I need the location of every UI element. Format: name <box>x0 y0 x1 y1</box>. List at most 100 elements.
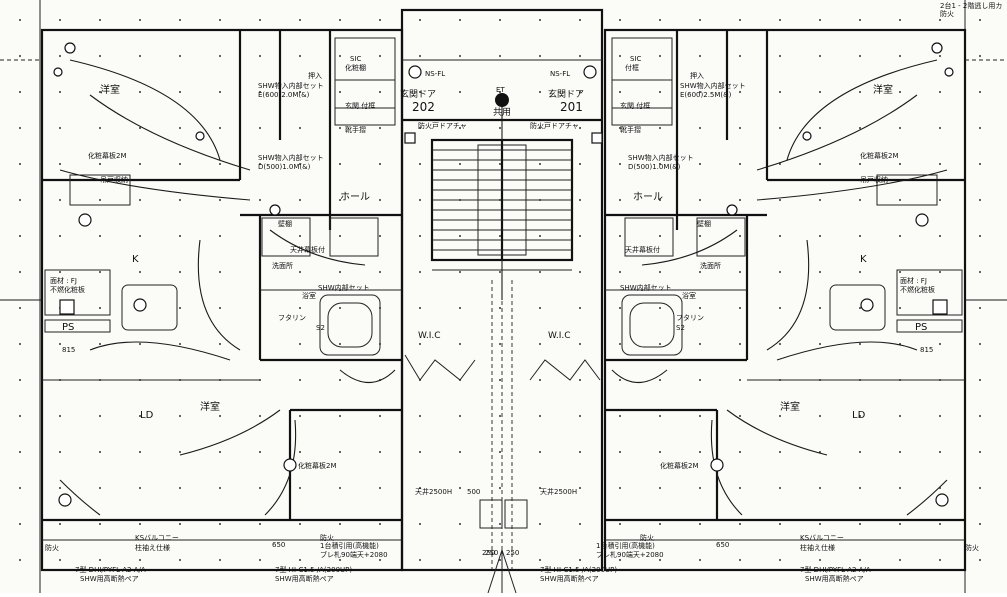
grid-dot <box>979 559 981 561</box>
grid-dot <box>299 379 301 381</box>
grid-dot <box>579 343 581 345</box>
grid-dot <box>939 19 941 21</box>
grid-dot <box>259 163 261 165</box>
left-ps-dim: 815 <box>62 346 75 354</box>
top-right-note: 2台1 - 2階逃し用カ <box>940 1 1002 10</box>
grid-dot <box>339 307 341 309</box>
grid-dot <box>539 91 541 93</box>
labels: 2台1 - 2階逃し用カ 防火 202 玄関ドア NS-FL 洋室 洋室 ホール… <box>45 1 1002 583</box>
grid-dot <box>499 523 501 525</box>
grid-dot <box>219 271 221 273</box>
grid-dot <box>219 523 221 525</box>
left-shoe: SIC <box>350 55 362 63</box>
right-ps-dim: 815 <box>920 346 933 354</box>
grid-dot <box>979 55 981 57</box>
right-ceiling: 天井2500H <box>540 487 577 496</box>
grid-dot <box>659 163 661 165</box>
center-common: 共用 <box>493 107 511 118</box>
grid-dot <box>59 55 61 57</box>
grid-dot <box>219 163 221 165</box>
right-balcony: KSバルコニー <box>800 534 844 542</box>
grid-dot <box>779 91 781 93</box>
grid-dot <box>19 415 21 417</box>
grid-dot <box>539 271 541 273</box>
grid-dot <box>739 307 741 309</box>
grid-dot <box>179 163 181 165</box>
grid-dot <box>99 199 101 201</box>
grid-dot <box>19 127 21 129</box>
right-bath: 浴室 <box>682 291 696 300</box>
grid-dot <box>59 523 61 525</box>
grid-dot <box>739 163 741 165</box>
center-model-mid2: SHW用高断熱ペア <box>275 574 334 583</box>
left-fix: フタリン <box>278 313 306 322</box>
grid-dot <box>419 415 421 417</box>
grid-dots <box>19 19 981 561</box>
left-counter: 面材 : FJ <box>50 276 77 285</box>
right-shoe2: 付框 <box>625 63 639 72</box>
left-bath: 浴室 <box>302 291 316 300</box>
right-unit-ns: NS-FL <box>550 70 570 78</box>
grid-dot <box>859 163 861 165</box>
grid-dot <box>699 343 701 345</box>
grid-dot <box>139 487 141 489</box>
left-counter2: 不燃化粧板 <box>50 285 85 294</box>
right-model: 7型 DHI/PYFL-A2 A/A <box>800 565 871 574</box>
grid-dot <box>459 55 461 57</box>
grid-dot <box>299 199 301 201</box>
grid-dot <box>979 523 981 525</box>
grid-dot <box>259 415 261 417</box>
grid-dot <box>979 127 981 129</box>
grid-dot <box>259 199 261 201</box>
grid-dot <box>99 163 101 165</box>
right-shw-mid2: D(500)1.0M(&) <box>628 163 681 171</box>
grid-dot <box>99 235 101 237</box>
left-fire-note2: ブレ札90端天+2080 <box>320 550 388 559</box>
left-handrail: 靴手摺 <box>345 125 366 134</box>
grid-dot <box>819 163 821 165</box>
grid-dot <box>59 451 61 453</box>
right-storage2: 壁棚 <box>697 219 711 228</box>
grid-dot <box>139 91 141 93</box>
grid-dot <box>59 163 61 165</box>
grid-dot <box>619 271 621 273</box>
grid-dot <box>19 379 21 381</box>
grid-dot <box>499 307 501 309</box>
right-hall: ホール <box>633 191 663 203</box>
grid-dot <box>339 19 341 21</box>
grid-dot <box>579 379 581 381</box>
grid-dot <box>219 91 221 93</box>
grid-dot <box>299 19 301 21</box>
grid-dot <box>139 271 141 273</box>
grid-dot <box>259 523 261 525</box>
grid-dot <box>619 559 621 561</box>
grid-dot <box>779 127 781 129</box>
grid-dot <box>259 127 261 129</box>
left-shw-bath: SHW内部セット <box>318 283 370 292</box>
grid-dot <box>99 55 101 57</box>
grid-dot <box>539 235 541 237</box>
grid-dot <box>699 523 701 525</box>
grid-dot <box>739 523 741 525</box>
grid-dot <box>779 163 781 165</box>
grid-dot <box>499 235 501 237</box>
grid-dot <box>219 55 221 57</box>
right-ps: PS <box>915 322 927 333</box>
grid-dot <box>619 451 621 453</box>
grid-dot <box>819 559 821 561</box>
grid-dot <box>819 487 821 489</box>
grid-dot <box>859 199 861 201</box>
grid-dot <box>619 307 621 309</box>
grid-dot <box>619 19 621 21</box>
left-ceiling-storage: 天井幕板付 <box>290 245 325 254</box>
grid-dot <box>99 415 101 417</box>
grid-dot <box>779 199 781 201</box>
grid-dot <box>539 343 541 345</box>
grid-dot <box>619 487 621 489</box>
grid-dot <box>699 19 701 21</box>
left-closet: 押入 <box>308 71 322 80</box>
grid-dot <box>619 163 621 165</box>
grid-dot <box>739 343 741 345</box>
grid-dot <box>499 559 501 561</box>
grid-dot <box>979 487 981 489</box>
